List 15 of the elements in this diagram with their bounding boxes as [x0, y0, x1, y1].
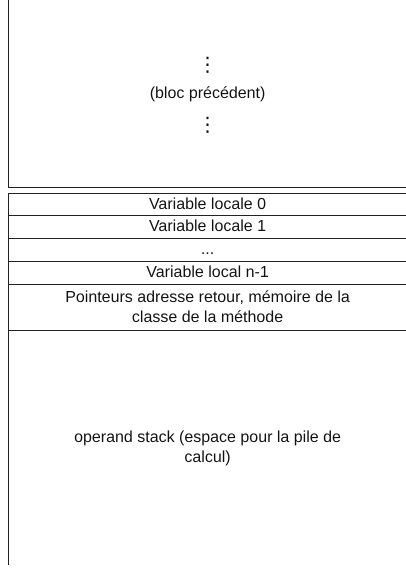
slot-label: Variable locale 0: [148, 194, 266, 214]
slot-label: Pointeurs adresse retour, mémoire de la classe de la méthode: [64, 288, 351, 328]
stack-slot: [8, 216, 406, 239]
previous-block-area: [8, 0, 406, 188]
slot-label: ...: [200, 240, 214, 260]
slot-label: Variable local n-1: [146, 263, 269, 283]
vertical-ellipsis: ⋮: [198, 110, 218, 136]
slot-label: operand stack (espace pour la pile de calcul): [73, 428, 342, 468]
stack-slot: [8, 193, 406, 216]
slot-label: (bloc précédent): [150, 84, 266, 104]
stack-slot: [8, 239, 406, 262]
slot-label: Variable locale 1: [148, 217, 266, 237]
stack-slot: [8, 285, 406, 331]
vertical-ellipsis: ⋮: [198, 50, 218, 76]
stack-slot: [8, 262, 406, 285]
